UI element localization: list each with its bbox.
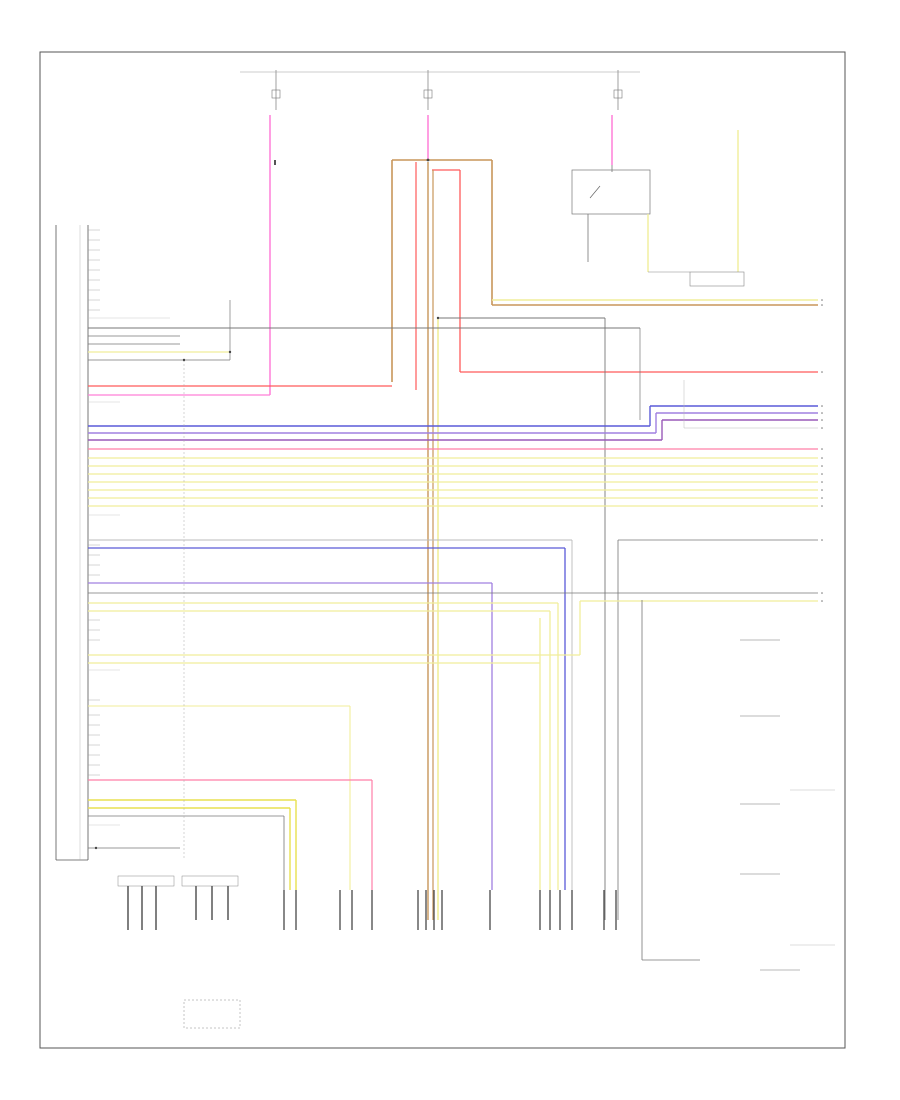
harness-wires-lower — [88, 705, 373, 890]
connector-divider-lines — [88, 317, 170, 826]
diagram-frame — [39, 51, 846, 1049]
power-feed-left — [269, 70, 281, 395]
switch-component-box — [571, 169, 651, 215]
sensor-component-box — [689, 271, 745, 287]
harness-wires-upper — [88, 317, 641, 920]
right-edge-wire-ends — [821, 299, 823, 602]
harness-wires-blue-group — [88, 380, 818, 441]
bottom-connector-group-left — [117, 875, 241, 1029]
power-feed-center — [423, 70, 433, 160]
right-component-group — [641, 600, 835, 971]
harness-wires-yellow-group — [88, 448, 818, 507]
power-feed-right — [611, 70, 623, 165]
harness-wires-middle — [88, 539, 818, 920]
bottom-connector-group-center — [283, 890, 617, 930]
tan-wire-pair — [492, 299, 818, 306]
center-feed-branches — [391, 159, 818, 920]
control-module — [55, 225, 89, 861]
splice-points — [94, 158, 440, 850]
connector-pin-ticks — [88, 229, 100, 776]
